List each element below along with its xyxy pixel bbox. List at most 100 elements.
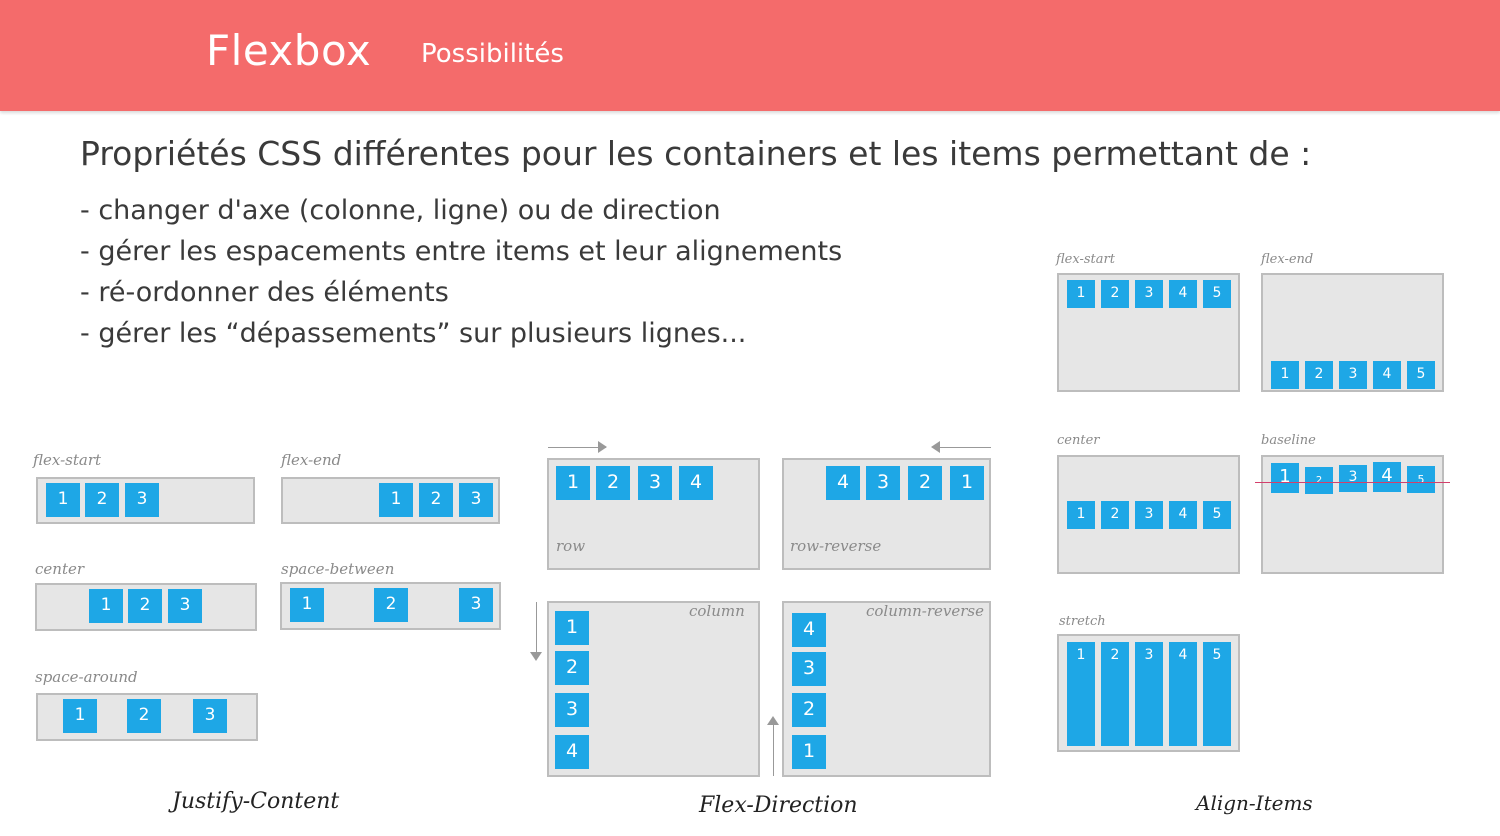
flex-item: 1 xyxy=(63,699,97,733)
flex-item: 3 xyxy=(193,699,227,733)
fd-label-row-reverse: row-reverse xyxy=(790,537,882,555)
flex-item: 3 xyxy=(1135,280,1163,308)
flex-item: 1 xyxy=(1067,501,1095,529)
arrow-right-icon xyxy=(548,447,606,448)
jc-box-space-around: 1 2 3 xyxy=(36,693,258,741)
ai-label-flex-end: flex-end xyxy=(1261,252,1314,267)
flex-item: 5 xyxy=(1203,280,1231,308)
flex-item: 1 xyxy=(89,589,123,623)
justify-content-caption: Justify-Content xyxy=(172,789,340,814)
fd-box-row: 1 2 3 4 row xyxy=(547,458,760,570)
flex-item: 4 xyxy=(555,735,589,769)
jc-box-flex-start: 1 2 3 xyxy=(36,477,255,524)
fd-label-column: column xyxy=(689,602,745,620)
align-items-caption: Align-Items xyxy=(1196,791,1313,815)
flex-item: 1 xyxy=(555,611,589,645)
bullet-item: - gérer les “dépassements” sur plusieurs… xyxy=(80,318,747,349)
arrow-down-icon xyxy=(536,602,537,657)
flex-item: 2 xyxy=(127,699,161,733)
arrow-left-head-icon xyxy=(931,441,940,453)
flex-item: 2 xyxy=(374,588,408,622)
fd-box-row-reverse: 4 3 2 1 row-reverse xyxy=(782,458,991,570)
flex-direction-caption: Flex-Direction xyxy=(699,793,858,818)
flex-item: 3 xyxy=(638,466,672,500)
ai-box-center: 1 2 3 4 5 xyxy=(1057,455,1240,574)
flex-item: 2 xyxy=(1101,501,1129,529)
flex-item: 2 xyxy=(419,483,453,517)
flex-item: 4 xyxy=(1373,361,1401,389)
flex-item: 4 xyxy=(679,466,713,500)
ai-box-flex-start: 1 2 3 4 5 xyxy=(1057,273,1240,392)
flex-item: 2 xyxy=(555,651,589,685)
flex-item: 1 xyxy=(379,483,413,517)
flex-item: 5 xyxy=(1203,501,1231,529)
jc-label-space-between: space-between xyxy=(281,560,395,578)
flex-item: 2 xyxy=(792,693,826,727)
flex-item: 3 xyxy=(168,589,202,623)
flex-item: 3 xyxy=(555,693,589,727)
slide-title: Flexbox xyxy=(206,26,372,75)
flex-item: 1 xyxy=(290,588,324,622)
flex-item: 4 xyxy=(792,613,826,647)
flex-item: 2 xyxy=(1305,361,1333,389)
slide-header: Flexbox Possibilités xyxy=(0,0,1500,111)
flex-item: 1 xyxy=(1067,642,1095,746)
jc-box-space-between: 1 2 3 xyxy=(280,582,501,630)
flex-item: 3 xyxy=(459,483,493,517)
ai-box-flex-end: 1 2 3 4 5 xyxy=(1261,273,1444,392)
flex-item: 4 xyxy=(826,466,860,500)
flex-item: 1 xyxy=(792,735,826,769)
flex-item: 1 xyxy=(950,466,984,500)
jc-box-flex-end: 1 2 3 xyxy=(281,477,500,524)
flex-item: 2 xyxy=(596,466,630,500)
arrow-down-head-icon xyxy=(530,652,542,661)
slide-subtitle: Possibilités xyxy=(421,39,564,69)
fd-box-column-reverse: 4 3 2 1 column-reverse xyxy=(782,601,991,777)
flex-item: 2 xyxy=(1305,467,1333,494)
flex-item: 3 xyxy=(459,588,493,622)
flex-item: 2 xyxy=(908,466,942,500)
bullet-list: - changer d'axe (colonne, ligne) ou de d… xyxy=(80,193,842,357)
baseline-marker-line xyxy=(1255,482,1450,483)
jc-label-space-around: space-around xyxy=(35,668,138,686)
flex-item: 3 xyxy=(1135,642,1163,746)
jc-label-center: center xyxy=(35,560,85,578)
flex-item: 3 xyxy=(866,466,900,500)
flex-item: 4 xyxy=(1169,642,1197,746)
flex-item: 3 xyxy=(1339,465,1367,492)
flex-item: 3 xyxy=(1339,361,1367,389)
ai-label-center: center xyxy=(1057,433,1100,448)
jc-box-center: 1 2 3 xyxy=(35,583,257,631)
arrow-left-icon xyxy=(933,447,991,448)
flex-item: 3 xyxy=(792,652,826,686)
intro-text: Propriétés CSS différentes pour les cont… xyxy=(80,134,1312,173)
flex-item: 2 xyxy=(128,589,162,623)
flex-item: 2 xyxy=(1101,280,1129,308)
flex-item: 5 xyxy=(1407,466,1435,493)
flex-item: 1 xyxy=(46,483,80,517)
arrow-right-head-icon xyxy=(598,441,607,453)
arrow-up-icon xyxy=(773,720,774,776)
ai-box-baseline: 1 2 3 4 5 xyxy=(1261,455,1444,574)
flex-item: 2 xyxy=(85,483,119,517)
fd-label-row: row xyxy=(556,537,586,555)
jc-label-flex-end: flex-end xyxy=(281,451,342,469)
flex-item: 4 xyxy=(1169,280,1197,308)
flex-item: 4 xyxy=(1373,462,1401,492)
flex-item: 3 xyxy=(1135,501,1163,529)
flex-item: 1 xyxy=(1271,463,1299,493)
ai-label-flex-start: flex-start xyxy=(1056,252,1115,267)
ai-box-stretch: 1 2 3 4 5 xyxy=(1057,634,1240,752)
flex-item: 1 xyxy=(1067,280,1095,308)
bullet-item: - gérer les espacements entre items et l… xyxy=(80,236,843,267)
bullet-item: - changer d'axe (colonne, ligne) ou de d… xyxy=(80,195,721,226)
flex-item: 1 xyxy=(556,466,590,500)
fd-label-column-reverse: column-reverse xyxy=(866,602,984,620)
flex-item: 3 xyxy=(125,483,159,517)
flex-item: 2 xyxy=(1101,642,1129,746)
flex-item: 5 xyxy=(1407,361,1435,389)
fd-box-column: 1 2 3 4 column xyxy=(547,601,760,777)
flex-item: 4 xyxy=(1169,501,1197,529)
jc-label-flex-start: flex-start xyxy=(33,451,102,469)
flex-item: 1 xyxy=(1271,361,1299,389)
